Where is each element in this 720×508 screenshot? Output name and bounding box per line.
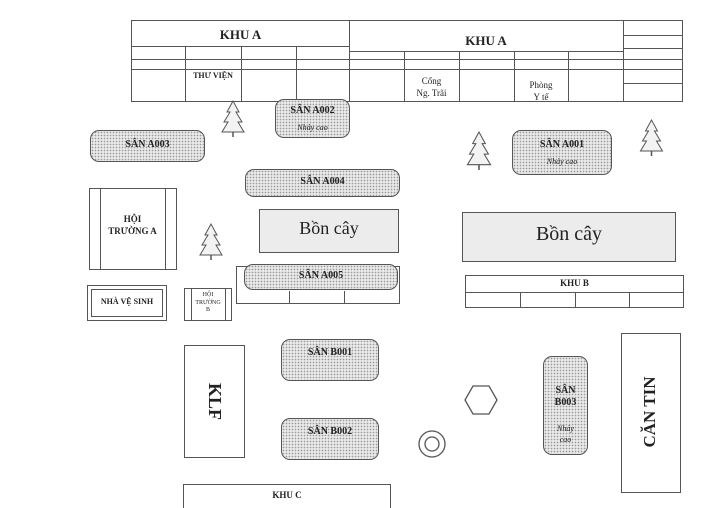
- thu-vien-label: THƯ VIỆN: [193, 71, 233, 80]
- court-a001: SÂN A001 Nhảy cao: [512, 130, 612, 175]
- court-a003-name: SÂN A003: [125, 139, 170, 150]
- court-b002: SÂN B002: [281, 418, 379, 460]
- tree-icon: [466, 130, 492, 170]
- court-a002-sub: Nhảy cao: [297, 123, 328, 132]
- klf-building: KLF: [184, 345, 245, 458]
- hoi-truong-b-label: HỘI TRƯỜNG B: [195, 292, 221, 313]
- can-tin-label: CĂN TIN: [640, 376, 659, 448]
- court-a004-name: SÂN A004: [300, 176, 345, 187]
- tree-icon: [639, 118, 664, 156]
- court-b003: SÂN B003 Nhảy cao: [543, 356, 588, 455]
- fountain-circle-icon: [418, 430, 446, 458]
- khu-a-building: KHU A KHU A THƯ VIỆN Cổng Ng. Trãi Phòng…: [131, 20, 683, 102]
- phong-y-te-label: Phòng Y tế: [529, 80, 553, 102]
- tree-icon: [221, 99, 245, 137]
- khu-c-label: KHU C: [272, 490, 302, 500]
- court-b002-name: SÂN B002: [307, 426, 353, 437]
- hoi-truong-a: HỘI TRƯỜNG A: [89, 188, 177, 270]
- khu-c-building: KHU C: [183, 484, 391, 508]
- can-tin-building: CĂN TIN: [621, 333, 681, 493]
- court-a001-sub: Nhảy cao: [546, 157, 578, 166]
- court-a005-name: SÂN A005: [298, 270, 344, 281]
- hoi-truong-b: HỘI TRƯỜNG B: [184, 288, 232, 321]
- hoi-truong-a-label: HỘI TRƯỜNG A: [108, 214, 157, 236]
- court-b003-name: SÂN B003: [554, 385, 577, 408]
- cong-nguyen-trai-label: Cổng Ng. Trãi: [416, 76, 447, 98]
- planter-left-label: Bồn cây: [299, 218, 359, 238]
- planter-right: Bồn cây: [462, 212, 676, 262]
- khu-a-right-title: KHU A: [465, 33, 507, 48]
- court-a001-name: SÂN A001: [539, 139, 585, 150]
- court-b001-name: SÂN B001: [307, 347, 353, 358]
- court-a005: SÂN A005: [244, 264, 398, 290]
- court-a003: SÂN A003: [90, 130, 205, 162]
- khu-b-building: KHU B: [465, 275, 684, 308]
- khu-a-left-title: KHU A: [219, 27, 262, 42]
- klf-label: KLF: [205, 382, 225, 420]
- nha-ve-sinh: NHÀ VỆ SINH: [87, 285, 167, 321]
- planter-left: Bồn cây: [259, 209, 399, 253]
- court-b001: SÂN B001: [281, 339, 379, 381]
- hexagon-icon: [464, 385, 498, 415]
- tree-icon: [199, 222, 223, 260]
- court-a004: SÂN A004: [245, 169, 400, 197]
- planter-right-label: Bồn cây: [535, 223, 603, 245]
- court-a002-name: SÂN A002: [290, 105, 335, 116]
- nha-ve-sinh-label: NHÀ VỆ SINH: [100, 297, 154, 306]
- court-a002: SÂN A002 Nhảy cao: [275, 99, 350, 138]
- khu-b-label: KHU B: [560, 278, 589, 288]
- court-b003-sub: Nhảy cao: [557, 424, 574, 444]
